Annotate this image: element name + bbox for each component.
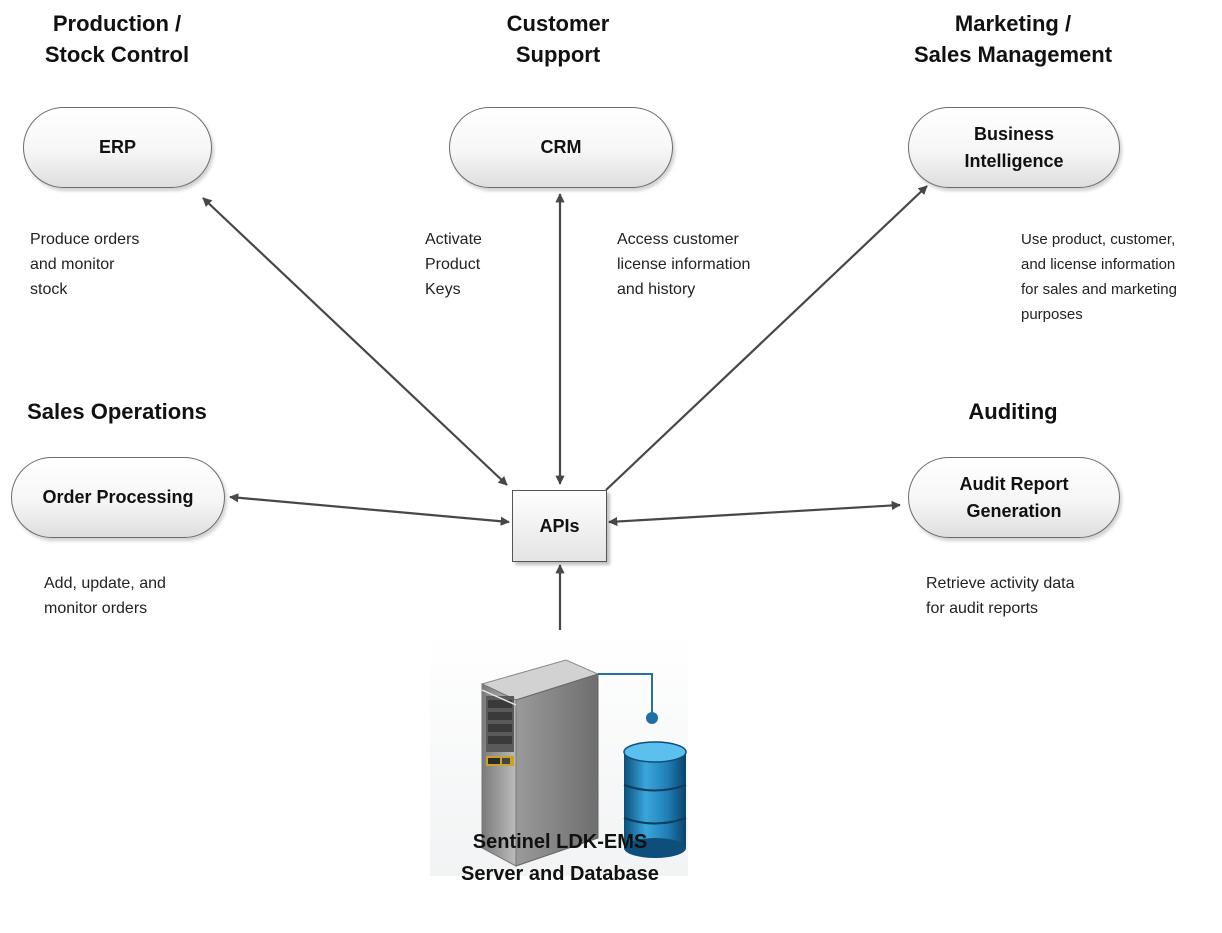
database-barrel-icon <box>623 741 687 858</box>
server-tower-icon <box>480 659 600 867</box>
desc-crm-access: Access customer license information and … <box>617 231 751 298</box>
desc-business-intelligence: Use product, customer, and license infor… <box>1021 231 1177 323</box>
node-erp[interactable]: ERP <box>23 107 212 188</box>
desc-order-processing: Add, update, and monitor orders <box>44 575 166 617</box>
heading-customer-support: Customer Support <box>506 11 610 67</box>
desc-audit-report: Retrieve activity data for audit reports <box>926 575 1075 617</box>
server-database-illustration <box>430 630 688 876</box>
node-crm[interactable]: CRM <box>449 107 673 188</box>
arrow-order-apis <box>229 493 510 526</box>
arrow-erp-apis <box>202 197 508 486</box>
node-apis[interactable]: APIs <box>512 490 607 562</box>
heading-auditing: Auditing <box>968 399 1058 424</box>
heading-marketing-sales-management: Marketing / Sales Management <box>913 11 1113 67</box>
heading-production-stock-control: Production / Stock Control <box>44 11 190 67</box>
arrow-apis-audit <box>608 500 901 527</box>
node-order-processing[interactable]: Order Processing <box>11 457 225 538</box>
heading-sales-operations: Sales Operations <box>27 399 207 424</box>
server-database-caption: Sentinel LDK-EMS Server and Database <box>461 831 659 885</box>
arrow-bi-apis <box>605 185 928 491</box>
network-cable-icon <box>598 673 658 724</box>
desc-erp: Produce orders and monitor stock <box>30 231 140 298</box>
node-business-intelligence[interactable]: Business Intelligence <box>908 107 1120 188</box>
desc-crm-activate: Activate Product Keys <box>425 231 482 298</box>
node-audit-report-generation[interactable]: Audit Report Generation <box>908 457 1120 538</box>
